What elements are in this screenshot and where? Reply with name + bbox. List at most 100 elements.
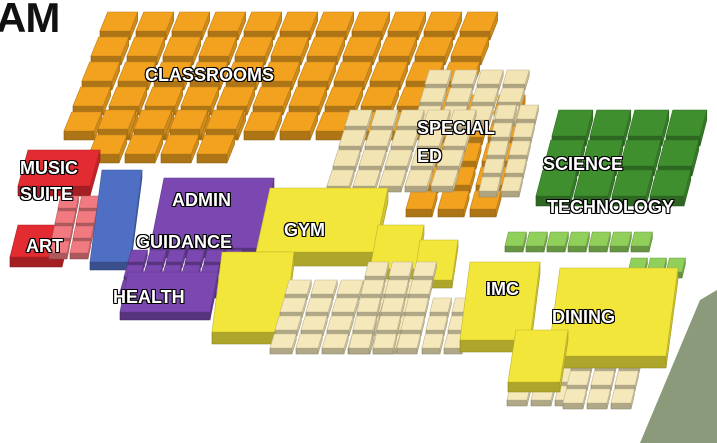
technology-block-0-3-front xyxy=(567,245,587,253)
classroom-block-b-0-1 xyxy=(133,109,173,130)
classroom-block-b-1-3 xyxy=(196,134,236,155)
special-ed-south-block-3-2 xyxy=(378,169,407,187)
label-science: SCIENCE xyxy=(543,154,624,174)
classroom-block-b-1-1-front xyxy=(124,153,156,164)
label-suite: SUITE xyxy=(20,184,74,204)
technology-block-0-6 xyxy=(630,231,653,247)
service-east-block-2-0 xyxy=(356,297,381,313)
special-ed-south-block-3-1 xyxy=(352,169,381,187)
special-ed-south-block-3-4 xyxy=(430,169,459,187)
special-ed-block-0-3 xyxy=(502,69,530,85)
health-block-front xyxy=(119,311,211,321)
service-block-3-2-front xyxy=(321,347,345,355)
classroom-block-3-3 xyxy=(180,86,220,107)
special-ed-south-block-0-2 xyxy=(396,109,425,127)
classroom-block-0-1 xyxy=(135,11,175,32)
classroom-block-0-5 xyxy=(279,11,319,32)
service-east-block-1-1 xyxy=(384,279,409,295)
special-ed-east-block-0-0 xyxy=(494,104,517,120)
special-ed-south-block-2-0 xyxy=(332,149,361,167)
dining-south-block-2-1 xyxy=(590,370,615,386)
dining-south-block-3-2-front xyxy=(610,402,632,410)
special-ed-south-block-0-4 xyxy=(448,109,477,127)
music-practice-block-3-1-front xyxy=(69,252,89,260)
special-ed-block-1-3 xyxy=(497,87,525,103)
classroom-block-0-4 xyxy=(243,11,283,32)
service-block-1-0 xyxy=(279,297,307,313)
technology-block-0-0 xyxy=(504,231,527,247)
imc-block xyxy=(459,261,541,341)
dining-service-block-2-0-front xyxy=(506,399,528,407)
service-block-0-0 xyxy=(284,279,312,295)
technology-block-0-2 xyxy=(546,231,569,247)
classroom-block-2-8 xyxy=(369,61,409,82)
classroom-block-1-2 xyxy=(162,36,202,57)
special-ed-block-1-0 xyxy=(419,87,447,103)
service-block-2-2 xyxy=(326,315,354,331)
classroom-block-2-6 xyxy=(297,61,337,82)
service-block-3-0-front xyxy=(269,347,293,355)
classroom-east-block-4-1-front xyxy=(437,208,465,218)
classroom-block-3-6 xyxy=(288,86,328,107)
dining-west-block-front xyxy=(507,381,561,393)
special-ed-south-block-2-4 xyxy=(436,149,465,167)
classroom-block-0-6 xyxy=(315,11,355,32)
classroom-block-4-5-front xyxy=(243,130,275,141)
classroom-block-b-1-2 xyxy=(160,134,200,155)
service-east-block-1-0 xyxy=(360,279,385,295)
label-admin: ADMIN xyxy=(172,190,231,210)
service-block-3-1-front xyxy=(295,347,319,355)
special-ed-south-block-0-0 xyxy=(344,109,373,127)
dining-south-block-3-0 xyxy=(562,388,587,404)
service-east-block-4-2 xyxy=(396,333,421,349)
special-ed-south-block-0-3 xyxy=(422,109,451,127)
science-block-0-1 xyxy=(589,109,632,137)
service-block-3-2 xyxy=(321,333,349,349)
technology-block-0-5 xyxy=(609,231,632,247)
classroom-block-3-4 xyxy=(216,86,256,107)
special-ed-south-block-3-3-front xyxy=(404,185,428,193)
special-ed-south-block-1-2 xyxy=(390,129,419,147)
service-block-1-2 xyxy=(331,297,359,313)
special-ed-south-block-3-3 xyxy=(404,169,433,187)
classroom-block-3-0 xyxy=(72,86,112,107)
label-technology: TECHNOLOGY xyxy=(547,197,675,217)
science-block-1-0 xyxy=(543,139,586,167)
service-east-block-4-2-front xyxy=(396,347,418,355)
classroom-block-3-7 xyxy=(324,86,364,107)
classroom-block-0-9 xyxy=(423,11,463,32)
music-practice-block-0-1 xyxy=(78,195,100,209)
service-east-block-0-0 xyxy=(364,261,389,277)
classroom-block-0-7 xyxy=(351,11,391,32)
music-practice-block-3-1 xyxy=(69,240,91,254)
special-ed-south-block-2-3 xyxy=(410,149,439,167)
guidance-block-0-1 xyxy=(146,249,167,263)
science-block-0-0 xyxy=(551,109,594,137)
guidance-block-0-0 xyxy=(127,249,148,263)
classroom-block-0-3 xyxy=(207,11,247,32)
dining-south-block-3-1-front xyxy=(586,402,608,410)
label-music: MUSIC xyxy=(20,158,78,178)
dining-south-block-3-0-front xyxy=(562,402,584,410)
service-block-1-1 xyxy=(305,297,333,313)
science-block-0-3 xyxy=(665,109,708,137)
classroom-block-1-3 xyxy=(198,36,238,57)
classroom-block-3-2 xyxy=(144,86,184,107)
special-ed-block-0-2 xyxy=(476,69,504,85)
classroom-block-0-0 xyxy=(99,11,139,32)
blue-block xyxy=(89,169,143,263)
special-ed-south-block-1-1 xyxy=(364,129,393,147)
classroom-block-1-7 xyxy=(342,36,382,57)
dining-service-block-2-1-front xyxy=(530,399,552,407)
classroom-block-3-1 xyxy=(108,86,148,107)
technology-block-0-1-front xyxy=(525,245,545,253)
special-ed-east-block-3-1 xyxy=(504,158,527,174)
label-gym: GYM xyxy=(284,220,326,240)
special-ed-east-block-4-0 xyxy=(478,176,501,192)
classroom-block-2-4 xyxy=(225,61,265,82)
health-block xyxy=(119,271,219,313)
classroom-east-block-4-0-front xyxy=(405,208,433,218)
classroom-block-b-1-0 xyxy=(88,134,128,155)
service-east-block-0-1 xyxy=(388,261,413,277)
